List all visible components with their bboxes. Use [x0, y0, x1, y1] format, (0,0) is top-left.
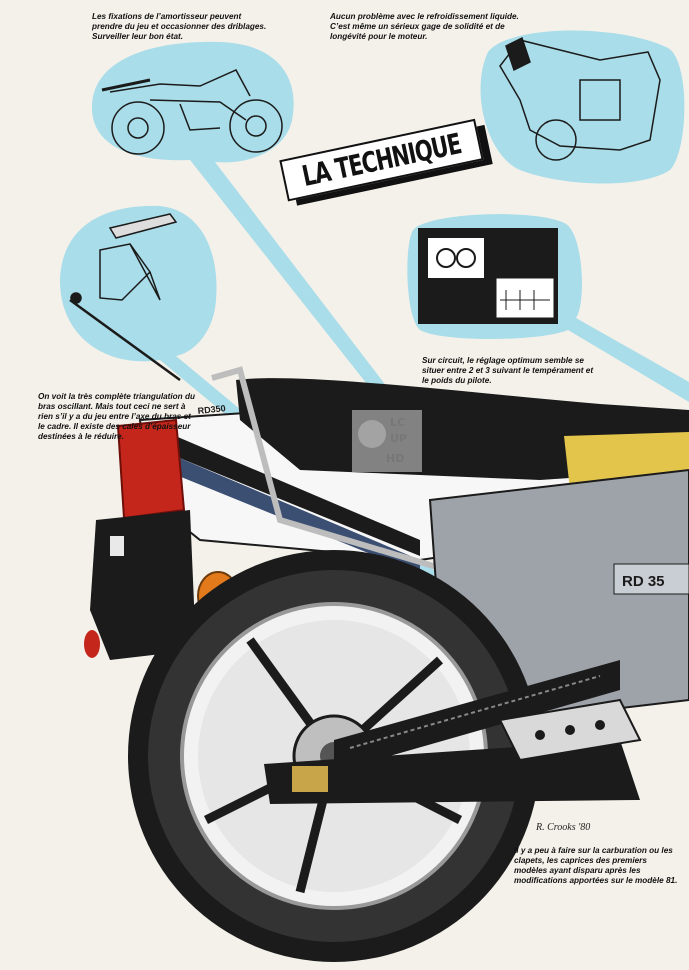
caption-circuit: Sur circuit, le réglage optimum semble s… — [422, 356, 594, 385]
motorcycle-illustration: RD 35 RD350 — [84, 366, 689, 962]
seat-yellow-panel — [564, 432, 689, 490]
svg-text:UP: UP — [390, 432, 407, 445]
svg-text:HD: HD — [386, 452, 404, 465]
sketch-cooling-engine — [499, 36, 661, 161]
sketch-motorcycle — [101, 69, 283, 155]
bubble-swingarm — [60, 205, 470, 608]
caption-carburation: Il y a peu à faire sur la carburation ou… — [514, 846, 678, 885]
bubble-suspension — [91, 41, 421, 436]
svg-text:LC: LC — [390, 416, 405, 429]
sketch-swingarm — [69, 213, 181, 382]
artist-signature: R. Crooks '80 — [536, 822, 591, 833]
caption-swingarm: On voit la très complète triangulation d… — [38, 392, 195, 441]
bike-badge: RD 35 — [622, 573, 665, 590]
watermark-logo: LC UP HD — [352, 410, 422, 472]
tail-light — [116, 418, 186, 520]
caption-cooling: Aucun problème avec le refroidissement l… — [330, 12, 519, 41]
tail-badge: RD350 — [197, 403, 226, 416]
caption-suspension: Les fixations de l’amortisseur peuvent p… — [92, 12, 267, 41]
turn-signal-left — [84, 630, 100, 658]
sketch-carburetor — [418, 228, 558, 324]
